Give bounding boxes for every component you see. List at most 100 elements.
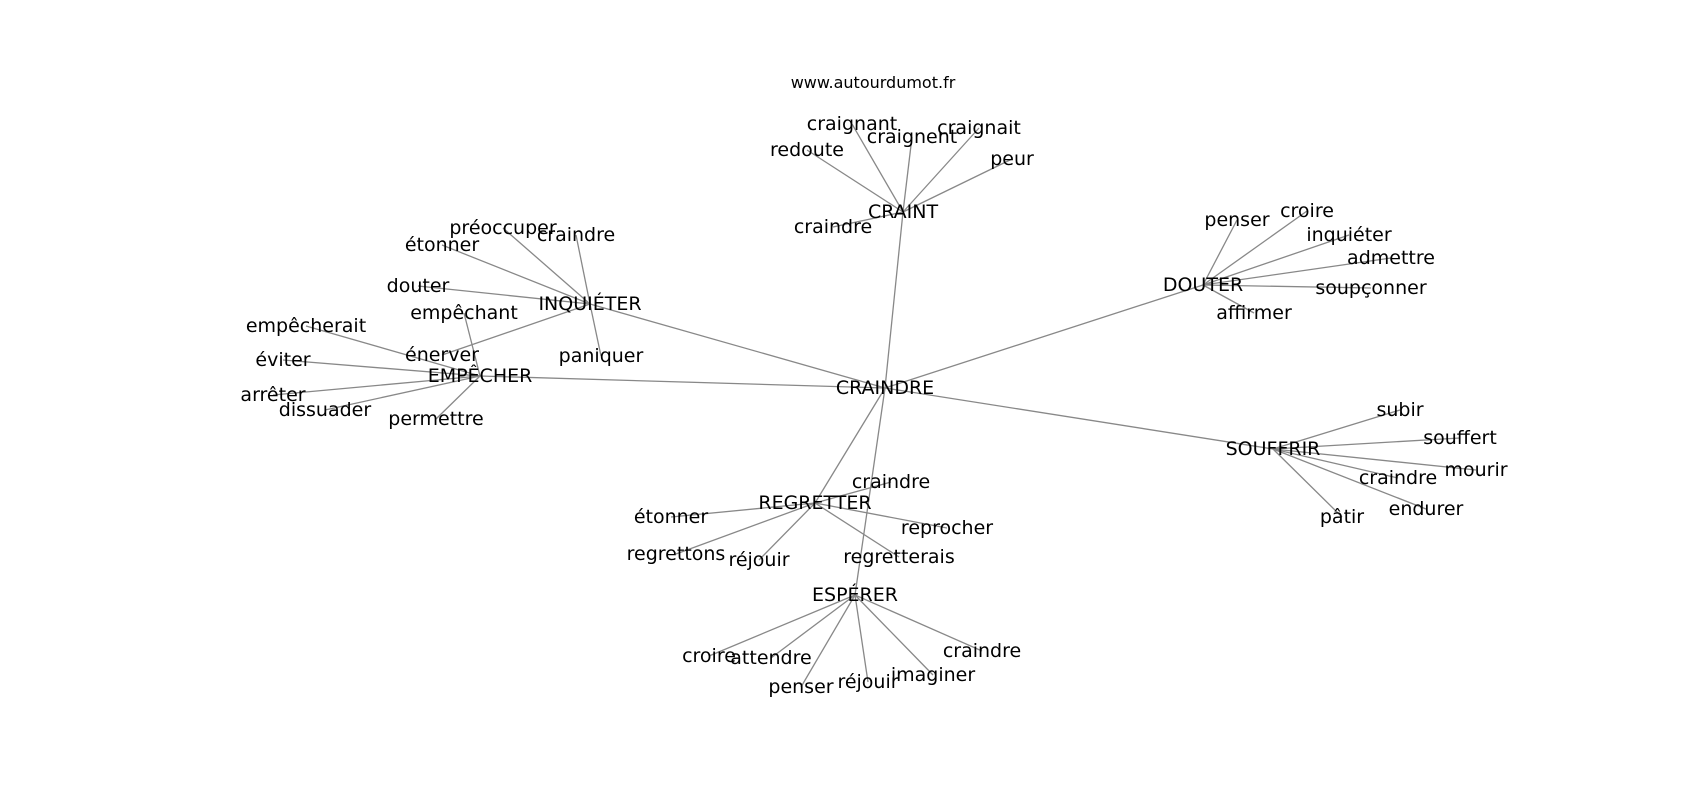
edge-esperer-esp_rejouir — [854, 594, 869, 683]
node-emp-dissuader[interactable]: dissuader — [279, 399, 372, 421]
node-craint-craindre[interactable]: craindre — [794, 216, 872, 238]
edge-douter-douter_admettre — [1202, 257, 1392, 286]
node-douter-croire[interactable]: croire — [1280, 200, 1334, 222]
edge-inquieter-inq_douter — [417, 285, 591, 305]
node-souffrir[interactable]: SOUFFRIR — [1226, 438, 1321, 460]
node-craint-peur[interactable]: peur — [990, 148, 1034, 170]
edge-empecher-emp_permettre — [435, 375, 481, 420]
node-reg-regrettons[interactable]: regrettons — [627, 543, 726, 565]
node-douter-soupconner[interactable]: soupçonner — [1315, 277, 1426, 299]
node-craint-craignent[interactable]: craignent — [867, 126, 957, 148]
edge-craint-craint_craignait — [902, 127, 980, 213]
node-reg-craindre[interactable]: craindre — [852, 471, 930, 493]
node-esp-imaginer[interactable]: imaginer — [891, 664, 976, 686]
node-esp-croire[interactable]: croire — [682, 645, 736, 667]
edge-empecher-emp_empecherait — [305, 325, 481, 377]
node-reg-regretterais[interactable]: regretterais — [843, 546, 954, 568]
edge-craindre-craint — [884, 211, 904, 389]
edge-craint-craint_craindre — [832, 211, 904, 228]
edge-inquieter-inq_enerver — [441, 303, 591, 356]
node-souf-patir[interactable]: pâtir — [1320, 506, 1364, 528]
edge-regretter-reg_regrettons — [675, 502, 816, 555]
node-esp-penser[interactable]: penser — [768, 676, 833, 698]
node-inq-enerver[interactable]: énerver — [405, 344, 479, 366]
edge-souffrir-souf_patir — [1272, 448, 1343, 518]
edge-craint-craint_redoute — [806, 149, 904, 213]
node-douter[interactable]: DOUTER — [1163, 274, 1243, 296]
edge-regretter-reg_reprocher — [814, 502, 948, 529]
edge-souffrir-souf_endurer — [1272, 448, 1427, 510]
edge-douter-douter_soupconner — [1202, 284, 1372, 289]
edge-douter-douter_penser — [1202, 219, 1238, 286]
edge-douter-douter_inquieter — [1202, 234, 1350, 286]
node-esp-attendre[interactable]: attendre — [730, 647, 811, 669]
edge-esperer-esp_attendre — [770, 594, 856, 659]
edge-souffrir-souf_craindre — [1272, 448, 1399, 479]
graph-edges — [272, 123, 1477, 688]
node-souf-subir[interactable]: subir — [1376, 399, 1423, 421]
graph-labels: CRAINDRE CRAINT DOUTER INQUIÉTER EMPÊCHER SOU… — [240, 113, 1507, 698]
edge-craint-craint_craignant — [851, 123, 904, 213]
node-craint-redoute[interactable]: redoute — [770, 139, 844, 161]
node-esp-craindre[interactable]: craindre — [943, 640, 1021, 662]
node-inq-paniquer[interactable]: paniquer — [559, 345, 644, 367]
node-douter-inquieter[interactable]: inquiéter — [1306, 224, 1392, 246]
edge-empecher-emp_empechant — [463, 312, 481, 377]
node-craindre[interactable]: CRAINDRE — [836, 377, 934, 399]
node-souf-souffert[interactable]: souffert — [1423, 427, 1497, 449]
edge-craindre-regretter — [814, 387, 886, 504]
node-reg-rejouir[interactable]: réjouir — [728, 549, 789, 571]
edge-douter-douter_croire — [1202, 210, 1308, 286]
edge-souffrir-souf_souffert — [1272, 437, 1461, 450]
node-esp-rejouir[interactable]: réjouir — [837, 671, 898, 693]
node-reg-etonner[interactable]: étonner — [634, 506, 709, 528]
edge-esperer-esp_imaginer — [854, 594, 934, 676]
edge-craindre-empecher — [479, 375, 886, 389]
node-inq-etonner[interactable]: étonner — [405, 234, 480, 256]
edge-regretter-reg_rejouir — [758, 502, 816, 561]
edge-craindre-douter — [884, 284, 1204, 389]
node-reg-reprocher[interactable]: reprocher — [901, 517, 993, 539]
edge-craindre-esperer — [854, 387, 886, 596]
edge-craindre-inquieter — [589, 303, 886, 389]
edge-inquieter-inq_etonner — [441, 244, 591, 305]
node-inq-douter[interactable]: douter — [387, 275, 450, 297]
node-souf-endurer[interactable]: endurer — [1389, 498, 1464, 520]
node-esperer[interactable]: ESPÉRER — [812, 583, 898, 606]
node-emp-empechant[interactable]: empêchant — [410, 302, 518, 324]
edge-empecher-emp_dissuader — [324, 375, 481, 411]
source-url: www.autourdumot.fr — [791, 73, 956, 92]
node-craint[interactable]: CRAINT — [868, 201, 939, 223]
node-emp-empecherait[interactable]: empêcherait — [246, 315, 366, 337]
edge-inquieter-inq_craindre — [575, 234, 591, 305]
edge-craint-craint_peur — [902, 158, 1013, 213]
edge-inquieter-inq_preoccuper — [502, 227, 591, 305]
node-inquieter[interactable]: INQUIÉTER — [538, 292, 641, 315]
node-emp-arreter[interactable]: arrêter — [240, 384, 305, 406]
edge-esperer-esp_craindre — [854, 594, 983, 652]
node-emp-eviter[interactable]: éviter — [255, 349, 310, 371]
node-souf-craindre[interactable]: craindre — [1359, 467, 1437, 489]
node-regretter[interactable]: REGRETTER — [758, 492, 871, 514]
edge-inquieter-inq_paniquer — [589, 303, 602, 357]
node-inq-craindre[interactable]: craindre — [537, 224, 615, 246]
node-craint-craignait[interactable]: craignait — [937, 117, 1021, 139]
edge-regretter-reg_craindre — [814, 481, 892, 504]
node-souf-mourir[interactable]: mourir — [1444, 459, 1507, 481]
edge-craint-craint_craignent — [902, 136, 913, 213]
node-douter-penser[interactable]: penser — [1204, 209, 1269, 231]
edge-souffrir-souf_subir — [1272, 409, 1401, 450]
node-emp-permettre[interactable]: permettre — [388, 408, 483, 430]
node-douter-affirmer[interactable]: affirmer — [1216, 302, 1292, 324]
edge-craindre-souffrir — [884, 387, 1274, 450]
node-douter-admettre[interactable]: admettre — [1347, 247, 1435, 269]
edge-regretter-reg_etonner — [670, 502, 816, 518]
node-inq-preoccuper[interactable]: préoccuper — [449, 217, 556, 239]
node-empecher[interactable]: EMPÊCHER — [428, 364, 533, 387]
edge-esperer-esp_croire — [708, 594, 856, 657]
edge-regretter-reg_regretterais — [814, 502, 900, 558]
node-craint-craignant[interactable]: craignant — [807, 113, 897, 135]
edge-empecher-emp_eviter — [282, 359, 481, 377]
edge-esperer-esp_penser — [800, 594, 856, 688]
